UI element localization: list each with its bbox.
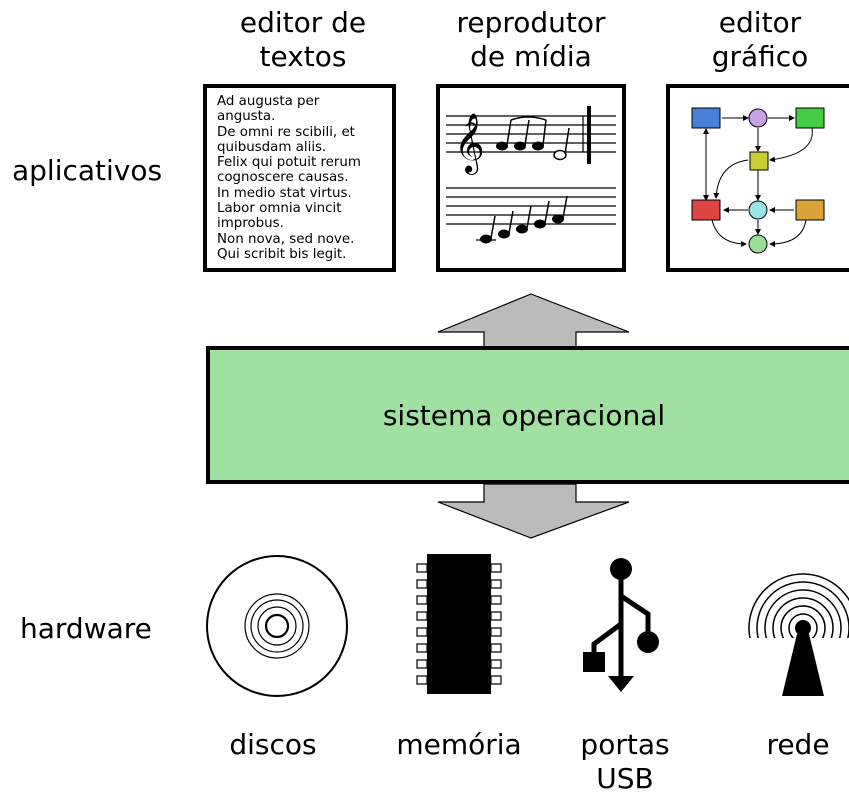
up-arrow bbox=[437, 293, 630, 353]
hw-label-discos: discos bbox=[229, 728, 317, 761]
text-editor-window: Ad augusta per angusta. De omni re scibi… bbox=[203, 84, 396, 272]
hw-label-usb: portas USB bbox=[580, 728, 670, 795]
os-box: sistema operacional bbox=[206, 346, 849, 484]
svg-text:𝄞: 𝄞 bbox=[454, 113, 485, 175]
hw-label-rede: rede bbox=[766, 728, 830, 761]
hardware-row-label: hardware bbox=[20, 612, 152, 645]
graphic-editor-window bbox=[666, 84, 849, 272]
down-arrow bbox=[437, 483, 630, 539]
app-label-text-editor: editor de textos bbox=[239, 6, 367, 73]
disc-icon bbox=[206, 555, 348, 697]
memory-chip-icon bbox=[416, 554, 502, 694]
graph-diagram-icon bbox=[691, 107, 825, 254]
media-player-window: 𝄞 bbox=[436, 84, 626, 272]
document-text: Ad augusta per angusta. De omni re scibi… bbox=[217, 94, 361, 262]
music-score-icon: 𝄞 bbox=[446, 106, 616, 244]
apps-row-label: aplicativos bbox=[12, 154, 163, 187]
usb-icon bbox=[583, 558, 659, 692]
app-label-graphic-editor: editor gráfico bbox=[711, 6, 809, 73]
app-label-media-player: reprodutor de mídia bbox=[456, 6, 606, 73]
os-label: sistema operacional bbox=[382, 398, 666, 432]
hw-label-memoria: memória bbox=[396, 728, 522, 761]
antenna-icon bbox=[748, 573, 849, 698]
